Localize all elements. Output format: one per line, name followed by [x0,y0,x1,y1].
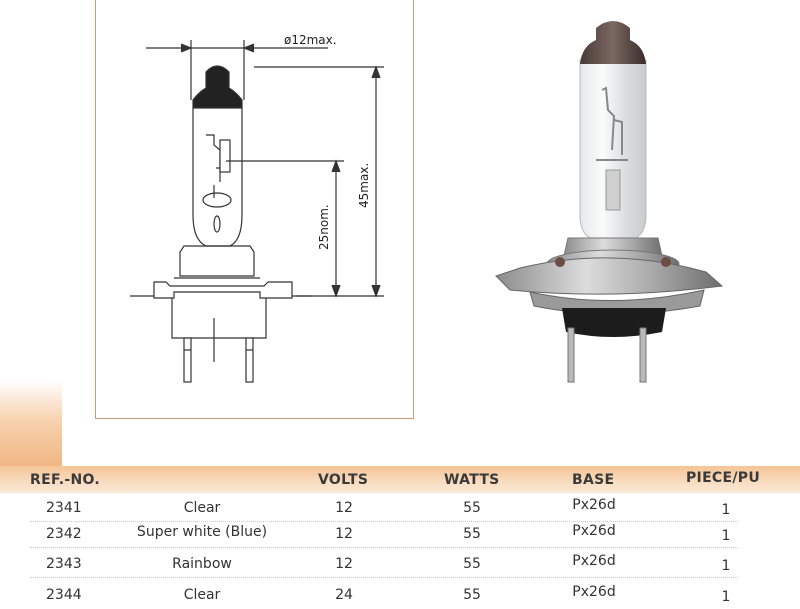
header-piece-pu: PIECE/PU [686,470,761,486]
table-row: 2341 Clear 12 55 Px26d 1 [0,496,800,522]
cell-base: Px26d [572,497,616,513]
bulb-product-photo [495,21,724,383]
cell-piece: 1 [721,502,731,518]
height-max-label: 45max. [357,163,371,208]
bulb-technical-drawing: ø12max. 25nom. 45max. [130,33,384,383]
row-divider [30,521,738,522]
cell-description: Rainbow [172,556,232,572]
cell-description: Clear [183,500,221,516]
table-header-bar [0,466,800,493]
table-row: 2342 Super white (Blue) 12 55 Px26d 1 [0,522,800,548]
cell-piece: 1 [721,528,731,544]
cell-piece: 1 [721,558,731,574]
header-ref-no: REF.-NO. [30,472,101,488]
cell-ref: 2342 [46,526,82,542]
cell-description: Clear [183,587,221,603]
cell-ref: 2341 [46,500,82,516]
cell-base: Px26d [572,553,616,569]
table-row: 2344 Clear 24 55 Px26d 1 [0,583,800,609]
cell-watts: 55 [463,587,481,603]
table-row: 2343 Rainbow 12 55 Px26d 1 [0,552,800,578]
cell-volts: 12 [335,556,353,572]
row-divider [30,547,738,548]
cell-description: Super white (Blue) [136,524,268,540]
height-nom-label: 25nom. [317,204,331,250]
cell-base: Px26d [572,584,616,600]
cell-watts: 55 [463,500,481,516]
header-watts: WATTS [444,472,500,488]
cell-volts: 12 [335,526,353,542]
cell-volts: 24 [335,587,353,603]
cell-ref: 2344 [46,587,82,603]
cell-piece: 1 [721,589,731,605]
cell-volts: 12 [335,500,353,516]
header-volts: VOLTS [318,472,369,488]
row-divider [30,577,738,578]
decorative-orange-band [0,380,62,470]
diameter-label: ø12max. [284,33,337,47]
cell-base: Px26d [572,523,616,539]
cell-ref: 2343 [46,556,82,572]
cell-watts: 55 [463,556,481,572]
technical-drawing-frame: ø12max. 25nom. 45max. [95,0,414,419]
cell-watts: 55 [463,526,481,542]
header-base: BASE [572,472,615,488]
